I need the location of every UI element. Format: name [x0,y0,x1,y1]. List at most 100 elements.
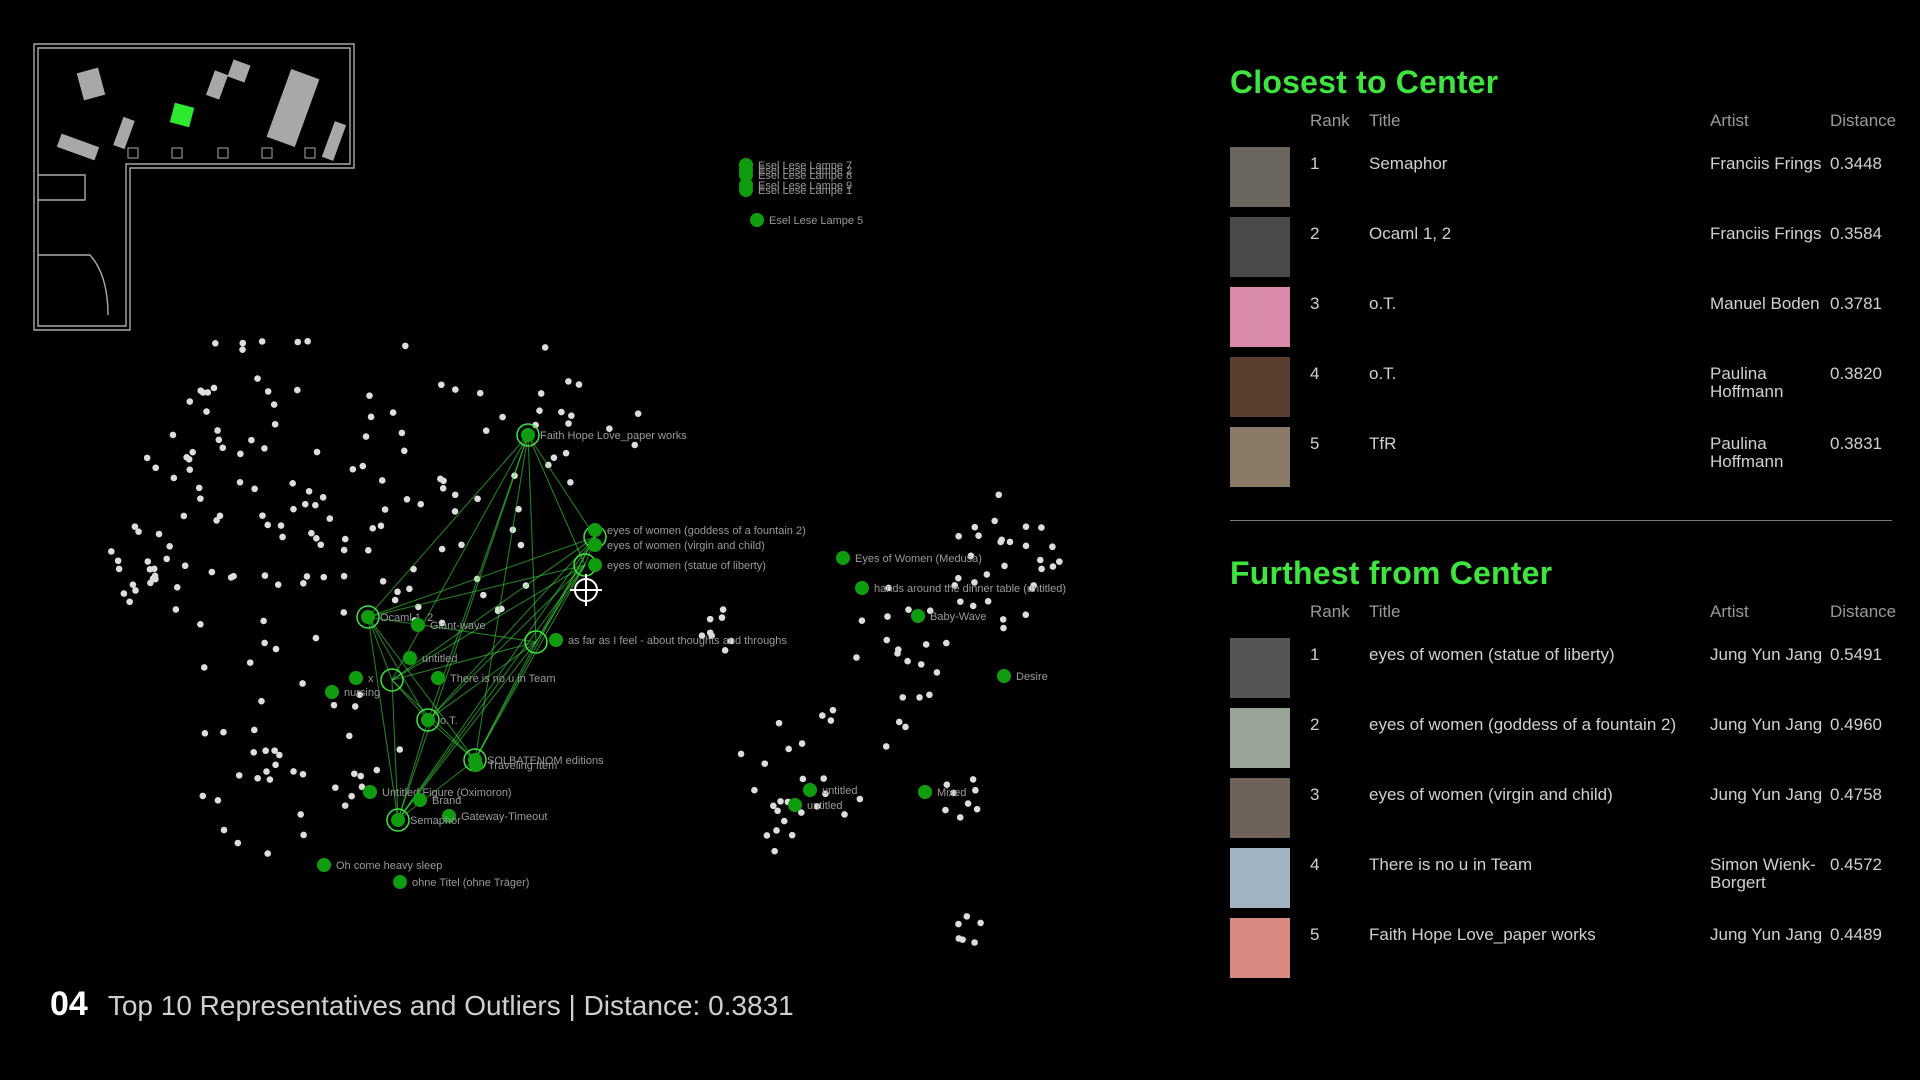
embedding-dot [1006,538,1014,546]
artwork-thumbnail[interactable] [1230,778,1290,838]
embedding-dot [398,429,406,437]
embedding-dot [458,541,465,549]
artwork-label: untitled [422,653,457,665]
artwork-node [836,551,850,565]
artwork-thumbnail[interactable] [1230,217,1290,277]
floorplan-marker [261,147,273,159]
artwork-thumbnail[interactable] [1230,848,1290,908]
embedding-dot [300,831,307,839]
embedding-dot [169,431,177,439]
embedding-dot [975,532,982,540]
floorplan-rooms [38,174,109,316]
artwork-title: Faith Hope Love_paper works [1369,925,1596,944]
similarity-edge [474,641,537,761]
embedding-dot [991,517,998,525]
slide-caption: Top 10 Representatives and Outliers | Di… [107,990,794,1021]
floorplan-object [76,67,106,101]
furthest-row-4[interactable]: 4 There is no u in Team Simon Wienk-Borg… [1230,848,1890,918]
similarity-edge [397,434,529,821]
artwork-thumbnail[interactable] [1230,918,1290,978]
closest-row-1[interactable]: 1 Semaphor Franciis Frings 0.3448 [1230,147,1890,217]
furthest-row-2[interactable]: 2 eyes of women (goddess of a fountain 2… [1230,708,1890,778]
artwork-label: Semaphor [410,815,461,827]
embedding-dot [263,768,270,775]
embedding-dot [606,425,613,432]
header-title: Title [1369,111,1401,130]
embedding-dot [290,768,297,775]
embedding-dot [357,772,365,780]
embedding-dot [199,792,207,800]
artwork-label: o.T. [440,715,458,727]
furthest-row-5[interactable]: 5 Faith Hope Love_paper works Jung Yun J… [1230,918,1890,988]
embedding-dot [272,761,279,769]
distance-value: 0.4960 [1830,715,1882,734]
embedding-dot [264,850,271,857]
embedding-dot [1001,562,1008,570]
embedding-dot [299,680,306,687]
embedding-dot [474,495,481,503]
artwork-node [431,671,445,685]
artwork-title: eyes of women (virgin and child) [1369,785,1613,804]
furthest-row-1[interactable]: 1 eyes of women (statue of liberty) Jung… [1230,638,1890,708]
embedding-dot [300,579,307,587]
closest-row-4[interactable]: 4 o.T. Paulina Hoffmann 0.3820 [1230,357,1890,427]
artwork-node [393,875,407,889]
rank: 3 [1310,785,1320,804]
similarity-edge [527,434,537,643]
embedding-dot [170,474,178,482]
embedding-dot [1000,624,1007,632]
artwork-label: x [368,673,374,685]
embedding-dot [452,386,459,393]
embedding-dot [248,436,255,444]
artwork-label: Ocaml 1, 2 [380,612,433,624]
artist-name: Jung Yun Jang [1710,925,1823,944]
embedding-dot [761,760,769,767]
embedding-dot [349,465,357,473]
artwork-label: Baby-Wave [930,611,986,623]
embedding-dot [820,775,827,782]
embedding-dot [146,566,154,573]
embedding-dot [340,609,348,616]
embedding-dot [259,512,266,519]
artwork-label: Brand [432,795,461,807]
embedding-dot [301,500,309,508]
artwork-thumbnail[interactable] [1230,357,1290,417]
artwork-title: eyes of women (statue of liberty) [1369,645,1615,664]
embedding-dot [883,636,891,644]
embedding-dot [189,448,196,456]
closest-row-3[interactable]: 3 o.T. Manuel Boden 0.3781 [1230,287,1890,357]
artwork-thumbnail[interactable] [1230,147,1290,207]
embedding-dot [406,585,413,593]
closest-row-2[interactable]: 2 Ocaml 1, 2 Franciis Frings 0.3584 [1230,217,1890,287]
embedding-dot [274,581,282,588]
artwork-thumbnail[interactable] [1230,708,1290,768]
furthest-panel: Furthest from Center Rank Title Artist D… [1230,555,1896,988]
furthest-row-3[interactable]: 3 eyes of women (virgin and child) Jung … [1230,778,1890,848]
embedding-dot [1022,523,1030,530]
embedding-dot [482,427,490,434]
artwork-label: eyes of women (goddess of a fountain 2) [607,525,806,537]
similarity-edge [474,564,586,761]
floorplan-object [227,59,251,83]
header-distance: Distance [1830,602,1897,621]
rank: 3 [1310,294,1320,313]
artwork-node [403,651,417,665]
artist-name: Jung Yun Jang [1710,645,1823,664]
embedding-dot [719,606,727,613]
artwork-title: TfR [1369,434,1397,453]
artwork-thumbnail[interactable] [1230,427,1290,487]
artwork-thumbnail[interactable] [1230,638,1290,698]
artwork-label: hands around the dinner table (untitled) [874,583,1066,595]
embedding-dot [775,719,783,727]
crosshair-icon[interactable] [570,574,602,606]
embedding-dot [858,617,866,625]
embedding-dot [293,386,301,394]
closest-row-5[interactable]: 5 TfR Paulina Hoffmann 0.3831 [1230,427,1890,497]
embedding-dot [515,505,522,513]
embedding-dot [262,747,269,755]
artwork-thumbnail[interactable] [1230,287,1290,347]
embedding-dot [234,839,242,847]
floorplan-object [266,69,320,147]
